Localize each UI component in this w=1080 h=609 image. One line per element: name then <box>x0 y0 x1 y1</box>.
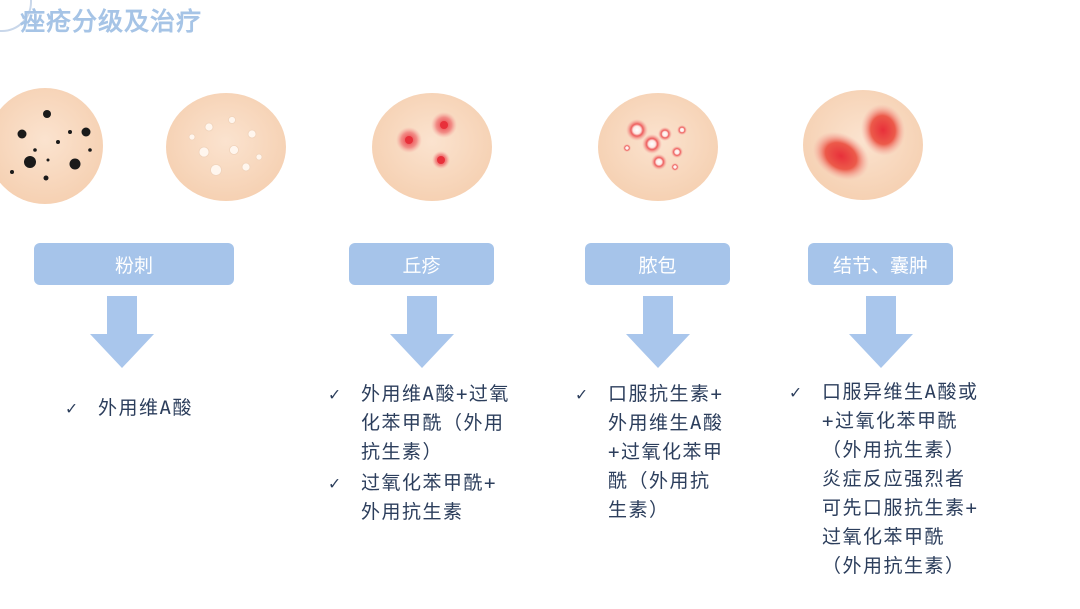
stage-label-pustules: 脓包 <box>585 243 730 285</box>
skin-illustration-nodules <box>803 90 923 200</box>
check-icon: ✓ <box>66 398 79 419</box>
treatment-text: 外用维A酸+过氧 化苯甲酰（外用 抗生素） <box>361 383 510 463</box>
stage-label-papules: 丘疹 <box>349 243 494 285</box>
skin-illustration-pustules <box>598 93 718 201</box>
treatment-list-pustules: ✓ 口服抗生素+ 外用维生A酸 +过氧化苯甲 酰（外用抗 生素） <box>576 380 723 527</box>
treatment-item: ✓ 外用维A酸 <box>66 394 193 423</box>
stage-label-comedones: 粉刺 <box>34 243 234 285</box>
treatment-text: 过氧化苯甲酰+ 外用抗生素 <box>361 472 497 523</box>
treatment-item: ✓ 过氧化苯甲酰+ 外用抗生素 <box>329 469 510 527</box>
check-icon: ✓ <box>329 384 342 405</box>
check-icon: ✓ <box>576 384 589 405</box>
down-arrow-icon <box>849 296 913 368</box>
page-title: 痤疮分级及治疗 <box>20 7 203 36</box>
treatment-item: ✓ 口服异维生A酸或 +过氧化苯甲酰 （外用抗生素） 炎症反应强烈者 可先口服抗… <box>790 378 978 581</box>
check-icon: ✓ <box>329 473 342 494</box>
treatment-list-nodules-cysts: ✓ 口服异维生A酸或 +过氧化苯甲酰 （外用抗生素） 炎症反应强烈者 可先口服抗… <box>790 378 978 583</box>
down-arrow-icon <box>390 296 454 368</box>
skin-illustration-papules <box>372 93 492 201</box>
treatment-item: ✓ 外用维A酸+过氧 化苯甲酰（外用 抗生素） <box>329 380 510 467</box>
treatment-text: 口服抗生素+ 外用维生A酸 +过氧化苯甲 酰（外用抗 生素） <box>608 383 724 521</box>
treatment-list-comedones: ✓ 外用维A酸 <box>66 394 193 425</box>
treatment-text: 外用维A酸 <box>98 397 193 419</box>
treatment-text: 口服异维生A酸或 +过氧化苯甲酰 （外用抗生素） 炎症反应强烈者 可先口服抗生素… <box>822 381 979 577</box>
check-icon: ✓ <box>790 382 803 403</box>
down-arrow-icon <box>626 296 690 368</box>
treatment-list-papules: ✓ 外用维A酸+过氧 化苯甲酰（外用 抗生素） ✓ 过氧化苯甲酰+ 外用抗生素 <box>329 380 510 529</box>
treatment-item: ✓ 口服抗生素+ 外用维生A酸 +过氧化苯甲 酰（外用抗 生素） <box>576 380 723 525</box>
down-arrow-icon <box>90 296 154 368</box>
skin-illustration-whiteheads <box>166 93 286 201</box>
skin-illustration-blackheads <box>0 88 103 204</box>
stage-label-nodules-cysts: 结节、囊肿 <box>808 243 953 285</box>
